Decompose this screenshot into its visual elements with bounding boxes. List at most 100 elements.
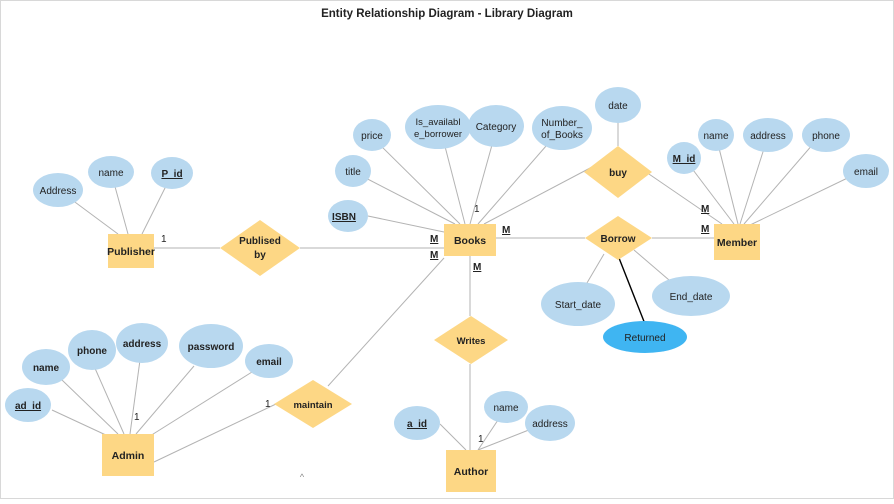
attr-books-title[interactable]: title	[335, 155, 371, 187]
attr-admin-name-label: name	[33, 363, 60, 374]
attr-books-isavailable[interactable]: Is_availabl e_borrower	[405, 105, 471, 149]
entity-author[interactable]: Author	[446, 450, 496, 492]
attr-admin-name[interactable]: name	[22, 349, 70, 385]
attr-member-email-label: email	[854, 167, 878, 178]
attr-member-email[interactable]: email	[843, 154, 889, 188]
stray-caret-mark: ^	[300, 472, 305, 482]
line-admin-maintain	[153, 403, 277, 463]
attr-admin-phone[interactable]: phone	[68, 330, 116, 370]
attr-admin-email[interactable]: email	[245, 344, 293, 378]
attr-author-aid[interactable]: a_id	[394, 406, 440, 440]
card-author-writes: 1	[478, 434, 484, 445]
line-buy-member	[645, 171, 723, 225]
attr-publisher-name-label: name	[98, 168, 123, 179]
attr-member-mid-label: M_id	[673, 154, 696, 165]
entity-admin-label: Admin	[112, 450, 145, 462]
attr-publisher-pid-label: P_id	[161, 169, 182, 180]
attr-author-address[interactable]: address	[525, 405, 575, 441]
attr-borrow-startdate-label: Start_date	[555, 300, 602, 311]
line-admin-password	[135, 365, 195, 435]
relationship-borrow-label: Borrow	[601, 234, 636, 245]
attr-author-name-label: name	[493, 403, 518, 414]
relationship-published-by[interactable]: Publised by	[220, 220, 300, 276]
attr-books-numberofbooks[interactable]: Number_ of_Books	[532, 106, 592, 150]
attr-books-category[interactable]: Category	[468, 105, 524, 147]
line-member-phone	[743, 135, 821, 225]
card-member-buy: M	[701, 204, 709, 215]
attr-publisher-address-label: Address	[40, 186, 77, 197]
attr-publisher-pid[interactable]: P_id	[151, 157, 193, 189]
line-admin-name	[61, 379, 119, 435]
card-books-buy: 1	[474, 204, 480, 215]
attr-books-isbn[interactable]: ISBN	[328, 200, 368, 232]
attr-member-phone-label: phone	[812, 131, 840, 142]
relationship-maintain[interactable]: maintain	[274, 380, 352, 428]
attr-member-address-label: address	[750, 131, 786, 142]
attr-books-isavailable-line2: e_borrower	[414, 129, 462, 140]
entity-author-label: Author	[454, 466, 488, 478]
attr-member-address[interactable]: address	[743, 118, 793, 152]
attr-borrow-startdate[interactable]: Start_date	[541, 282, 615, 326]
attr-author-name[interactable]: name	[484, 391, 528, 423]
relationship-borrow[interactable]: Borrow	[585, 216, 652, 260]
attr-member-name[interactable]: name	[698, 119, 734, 151]
entity-publisher[interactable]: Publisher	[107, 234, 155, 268]
attr-member-phone[interactable]: phone	[802, 118, 850, 152]
attr-author-aid-label: a_id	[407, 419, 427, 430]
attr-admin-address-label: address	[123, 339, 162, 350]
relationship-maintain-label: maintain	[293, 400, 332, 411]
attr-publisher-address[interactable]: Address	[33, 173, 83, 207]
relationship-writes-label: Writes	[457, 336, 486, 347]
cardinality-labels: 1 M M 1 M M M M 1 1 1	[134, 204, 709, 445]
line-maintain-books	[327, 257, 445, 387]
attr-books-title-label: title	[345, 167, 361, 178]
attr-admin-address[interactable]: address	[116, 323, 168, 363]
entity-books[interactable]: Books	[444, 224, 496, 256]
attr-member-name-label: name	[703, 131, 728, 142]
card-admin-maintain: 1	[134, 412, 140, 423]
line-member-name	[715, 135, 739, 225]
attr-admin-adid[interactable]: ad_id	[5, 388, 51, 422]
line-books-buy	[483, 166, 593, 225]
card-member-borrow: M	[701, 224, 709, 235]
card-books-borrow: M	[502, 225, 510, 236]
attr-admin-password-label: password	[188, 342, 235, 353]
line-borrow-startdate	[583, 253, 605, 289]
card-publisher-published: 1	[161, 234, 167, 245]
attr-borrow-returned[interactable]: Returned	[603, 321, 687, 353]
line-borrow-returned	[618, 257, 646, 325]
card-books-published-1: M	[430, 234, 438, 245]
card-maintain-admin: 1	[265, 399, 271, 410]
attr-books-numberofbooks-line2: of_Books	[541, 130, 583, 141]
attr-admin-adid-label: ad_id	[15, 401, 41, 412]
attr-buy-date[interactable]: date	[595, 87, 641, 123]
relationship-writes[interactable]: Writes	[434, 316, 508, 364]
attr-admin-password[interactable]: password	[179, 324, 243, 368]
attr-member-mid[interactable]: M_id	[667, 142, 701, 174]
line-member-email	[747, 171, 861, 227]
attr-books-isavailable-line1: Is_availabl	[416, 117, 461, 128]
attr-buy-date-label: date	[608, 101, 628, 112]
connector-lines	[51, 106, 861, 463]
attr-books-numberofbooks-line1: Number_	[541, 118, 583, 129]
attr-borrow-returned-label: Returned	[624, 333, 665, 344]
line-admin-address	[129, 359, 141, 435]
attr-books-category-label: Category	[476, 122, 517, 133]
entity-admin[interactable]: Admin	[102, 434, 154, 476]
attr-borrow-enddate-label: End_date	[670, 292, 713, 303]
attr-author-address-label: address	[532, 419, 568, 430]
attr-books-price[interactable]: price	[353, 119, 391, 151]
entity-publisher-label: Publisher	[107, 246, 155, 258]
line-author-aid	[439, 423, 467, 451]
relationship-buy[interactable]: buy	[584, 146, 652, 198]
entity-member-label: Member	[717, 237, 757, 249]
line-admin-email	[149, 371, 253, 437]
line-books-isbn	[367, 215, 445, 233]
entity-member[interactable]: Member	[714, 224, 760, 260]
attr-admin-email-label: email	[256, 357, 282, 368]
attr-publisher-name[interactable]: name	[88, 156, 134, 188]
attr-borrow-enddate[interactable]: End_date	[652, 276, 730, 316]
attr-admin-phone-label: phone	[77, 346, 107, 357]
card-books-writes: M	[473, 262, 481, 273]
